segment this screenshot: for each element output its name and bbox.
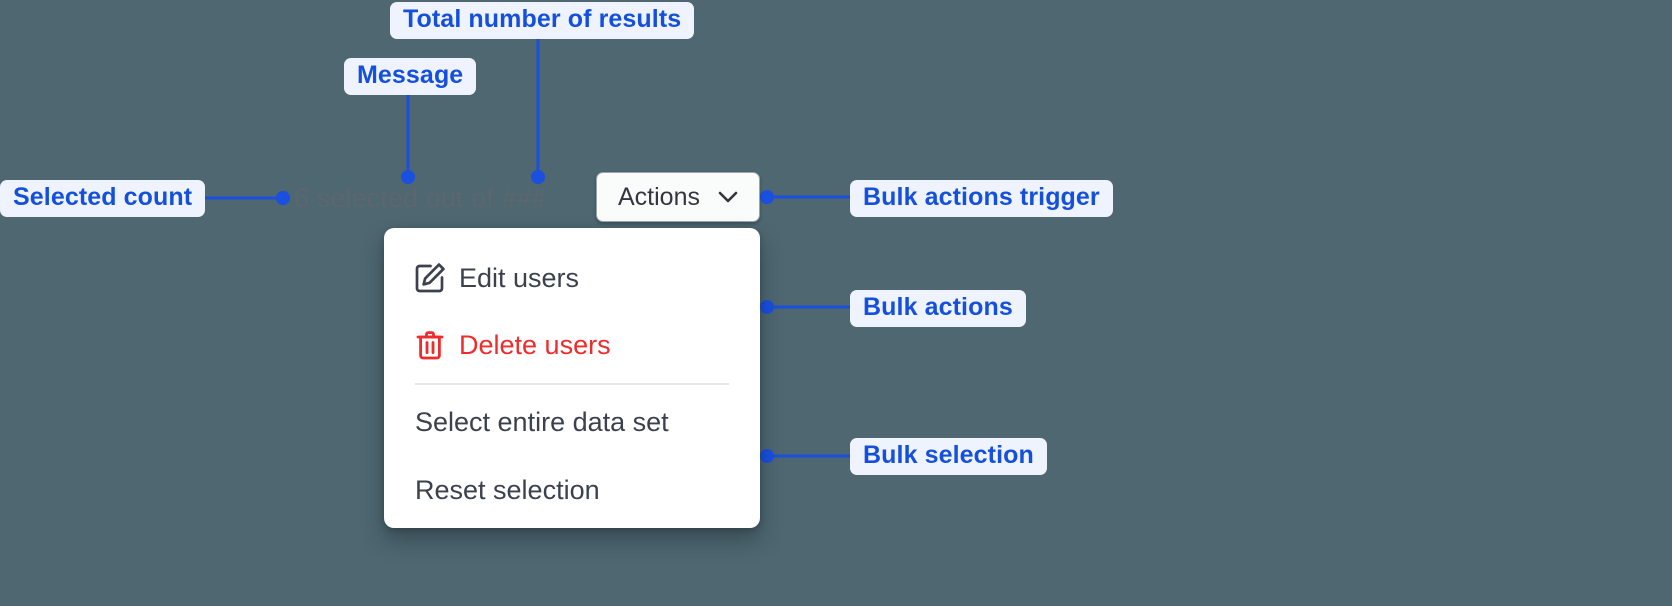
annotation-total-number-of-results: Total number of results (390, 2, 695, 39)
trash-icon (416, 331, 444, 360)
annotation-message: Message (344, 58, 477, 95)
menu-item-label: Delete users (459, 329, 611, 360)
connector-dot-bulk-actions (760, 300, 774, 314)
annotation-bulk-actions: Bulk actions (850, 290, 1026, 327)
connector-dot-bulk-selection (760, 449, 774, 463)
chevron-down-icon (718, 191, 738, 203)
connector-dot-selected-count (276, 191, 290, 205)
bulk-actions-trigger-button[interactable]: Actions (596, 172, 760, 222)
connector-dot-bulk-actions-trigger (760, 190, 774, 204)
menu-item-label: Select entire data set (415, 406, 669, 437)
annotation-bulk-selection: Bulk selection (850, 438, 1047, 475)
pencil-square-icon (415, 263, 445, 293)
menu-item-delete-users[interactable]: Delete users (384, 321, 760, 369)
menu-item-label: Edit users (459, 262, 580, 293)
total-results-value: ### (501, 183, 547, 213)
actions-button-label: Actions (618, 182, 700, 211)
selection-message-text: selected out of (309, 183, 502, 213)
menu-item-edit-users[interactable]: Edit users (384, 254, 760, 302)
menu-item-label: Reset selection (415, 474, 600, 505)
annotation-selected-count: Selected count (0, 180, 206, 217)
bulk-actions-menu: Edit users Delete users Select entire da… (384, 228, 760, 528)
annotation-bulk-actions-trigger: Bulk actions trigger (850, 180, 1113, 217)
selection-status-message: 6 selected out of ### (294, 179, 547, 217)
menu-item-reset-selection[interactable]: Reset selection (384, 466, 760, 514)
selected-count-value: 6 (294, 183, 310, 213)
menu-divider (415, 383, 729, 385)
menu-item-select-entire-data-set[interactable]: Select entire data set (384, 398, 760, 446)
